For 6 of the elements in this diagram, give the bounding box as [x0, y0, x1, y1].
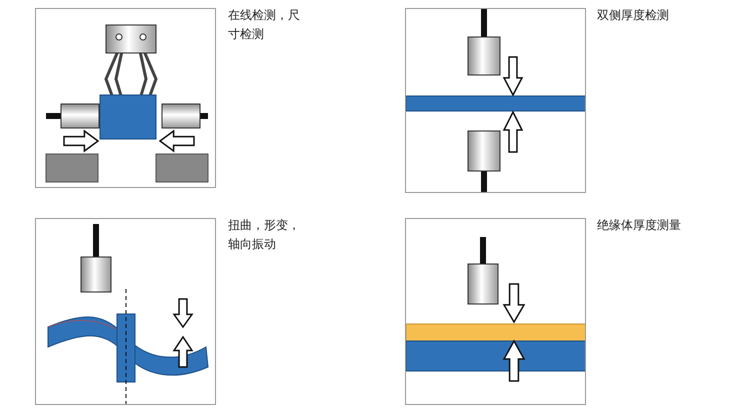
panel-caption: 绝缘体厚度测量	[597, 217, 682, 234]
illustration-panel	[35, 8, 216, 188]
panel-caption: 在线检测，尺寸检测	[228, 7, 301, 43]
panel-caption: 扭曲，形变，轴向振动	[228, 217, 301, 253]
panel-caption: 双侧厚度检测	[597, 7, 670, 24]
illustration-panel	[405, 218, 586, 405]
